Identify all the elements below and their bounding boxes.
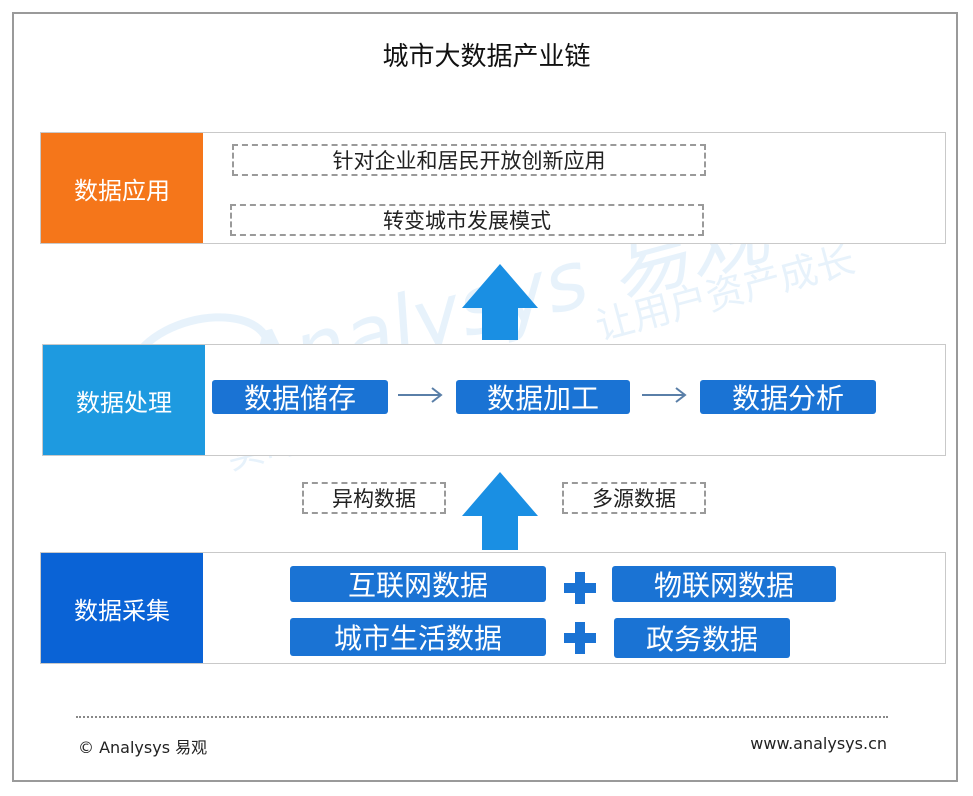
trait-multi-source-data: 多源数据: [562, 482, 706, 514]
arrow-up-icon: [462, 472, 538, 550]
footer-url: www.analysys.cn: [750, 734, 887, 753]
step-data-processing: 数据加工: [456, 380, 630, 415]
footer-copyright: © Analysys 易观: [78, 738, 208, 757]
source-internet-data: 互联网数据: [290, 566, 546, 602]
step-data-analysis: 数据分析: [700, 380, 876, 415]
diagram-title: 城市大数据产业链: [382, 42, 591, 72]
source-city-life-data: 城市生活数据: [290, 618, 546, 656]
step-data-storage: 数据储存: [212, 380, 388, 415]
trait-heterogeneous-data: 异构数据: [302, 482, 446, 514]
arrow-right-icon: [398, 387, 443, 403]
source-iot-data: 物联网数据: [612, 566, 836, 602]
footer-divider: [76, 716, 888, 718]
application-layer: 数据应用: [40, 132, 946, 244]
source-government-data: 政务数据: [614, 618, 790, 658]
collection-layer-label: 数据采集: [41, 553, 203, 663]
application-layer-label: 数据应用: [41, 133, 203, 243]
plus-icon: [564, 622, 596, 654]
plus-icon: [564, 572, 596, 604]
application-item-open-innovation: 针对企业和居民开放创新应用: [232, 144, 706, 176]
arrow-right-icon: [642, 387, 687, 403]
processing-layer-label: 数据处理: [43, 345, 205, 455]
arrow-up-icon: [462, 264, 538, 340]
application-item-transform-city: 转变城市发展模式: [230, 204, 704, 236]
